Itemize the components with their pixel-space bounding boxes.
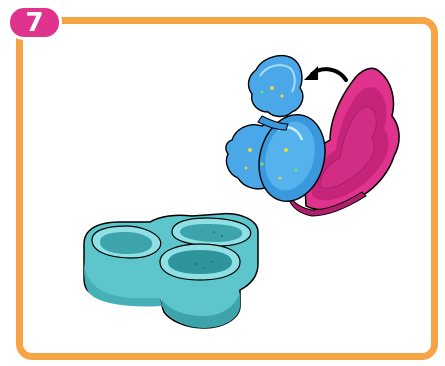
teal-mold bbox=[84, 214, 258, 328]
curved-arrow-icon bbox=[304, 66, 346, 80]
step-badge: 7 bbox=[7, 5, 62, 40]
step-number: 7 bbox=[25, 10, 43, 36]
